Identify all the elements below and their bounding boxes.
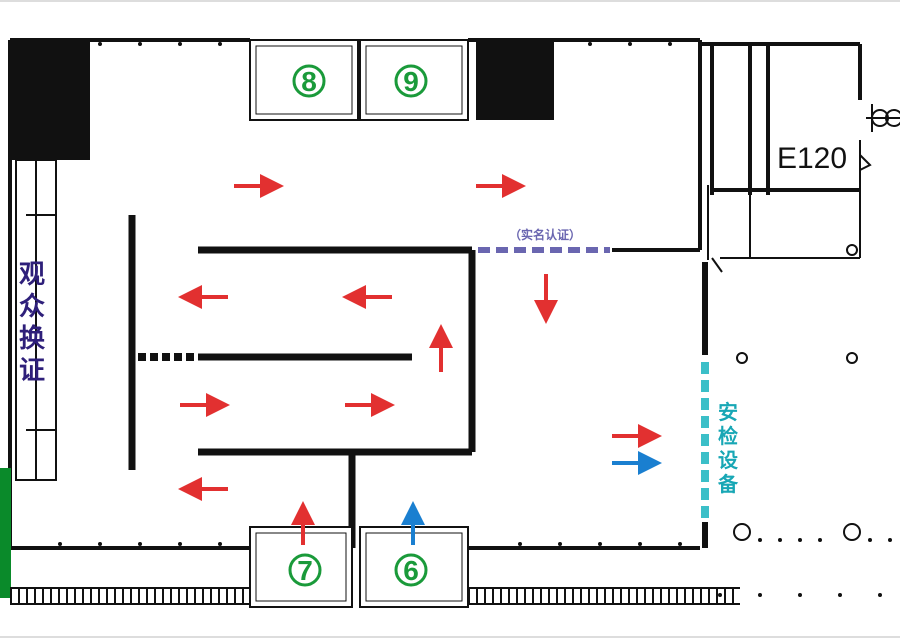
exchange-counter [15, 159, 57, 481]
queue-barriers [128, 215, 476, 548]
valve-icon [866, 104, 900, 132]
outdoor-dots [718, 538, 892, 597]
dashed-barrier [138, 353, 194, 361]
gate-9: 9 [359, 39, 469, 121]
gate-9-number: 9 [403, 66, 419, 97]
audience-exchange-label: 观 众 换 证 [19, 260, 46, 386]
security-char-4: 备 [717, 472, 739, 496]
gate-8: 8 [249, 39, 359, 121]
flow-arrows-red [178, 174, 662, 545]
exchange-char-3: 换 [19, 324, 46, 354]
pillar-top-center [476, 40, 554, 120]
real-name-label: （实名认证） [509, 227, 581, 242]
exchange-char-2: 众 [19, 292, 45, 322]
gate-7-number: 7 [297, 555, 313, 586]
security-equipment-label: 安 检 设 备 [717, 400, 739, 496]
exchange-char-4: 证 [19, 356, 45, 386]
gate-8-number: 8 [301, 66, 317, 97]
room-label: E120 [777, 142, 847, 175]
security-char-3: 设 [718, 448, 738, 472]
wall-dots [58, 42, 682, 546]
security-char-1: 安 [718, 400, 738, 424]
bottom-rail [10, 587, 740, 605]
security-char-2: 检 [718, 424, 738, 448]
outdoor-posts [733, 352, 861, 541]
room-e120 [700, 42, 872, 273]
pillar-top-left [10, 40, 90, 160]
exchange-char-1: 观 [19, 260, 45, 290]
green-edge-marker [0, 468, 11, 598]
flow-arrows-blue [401, 451, 662, 545]
gate-6-number: 6 [403, 555, 419, 586]
